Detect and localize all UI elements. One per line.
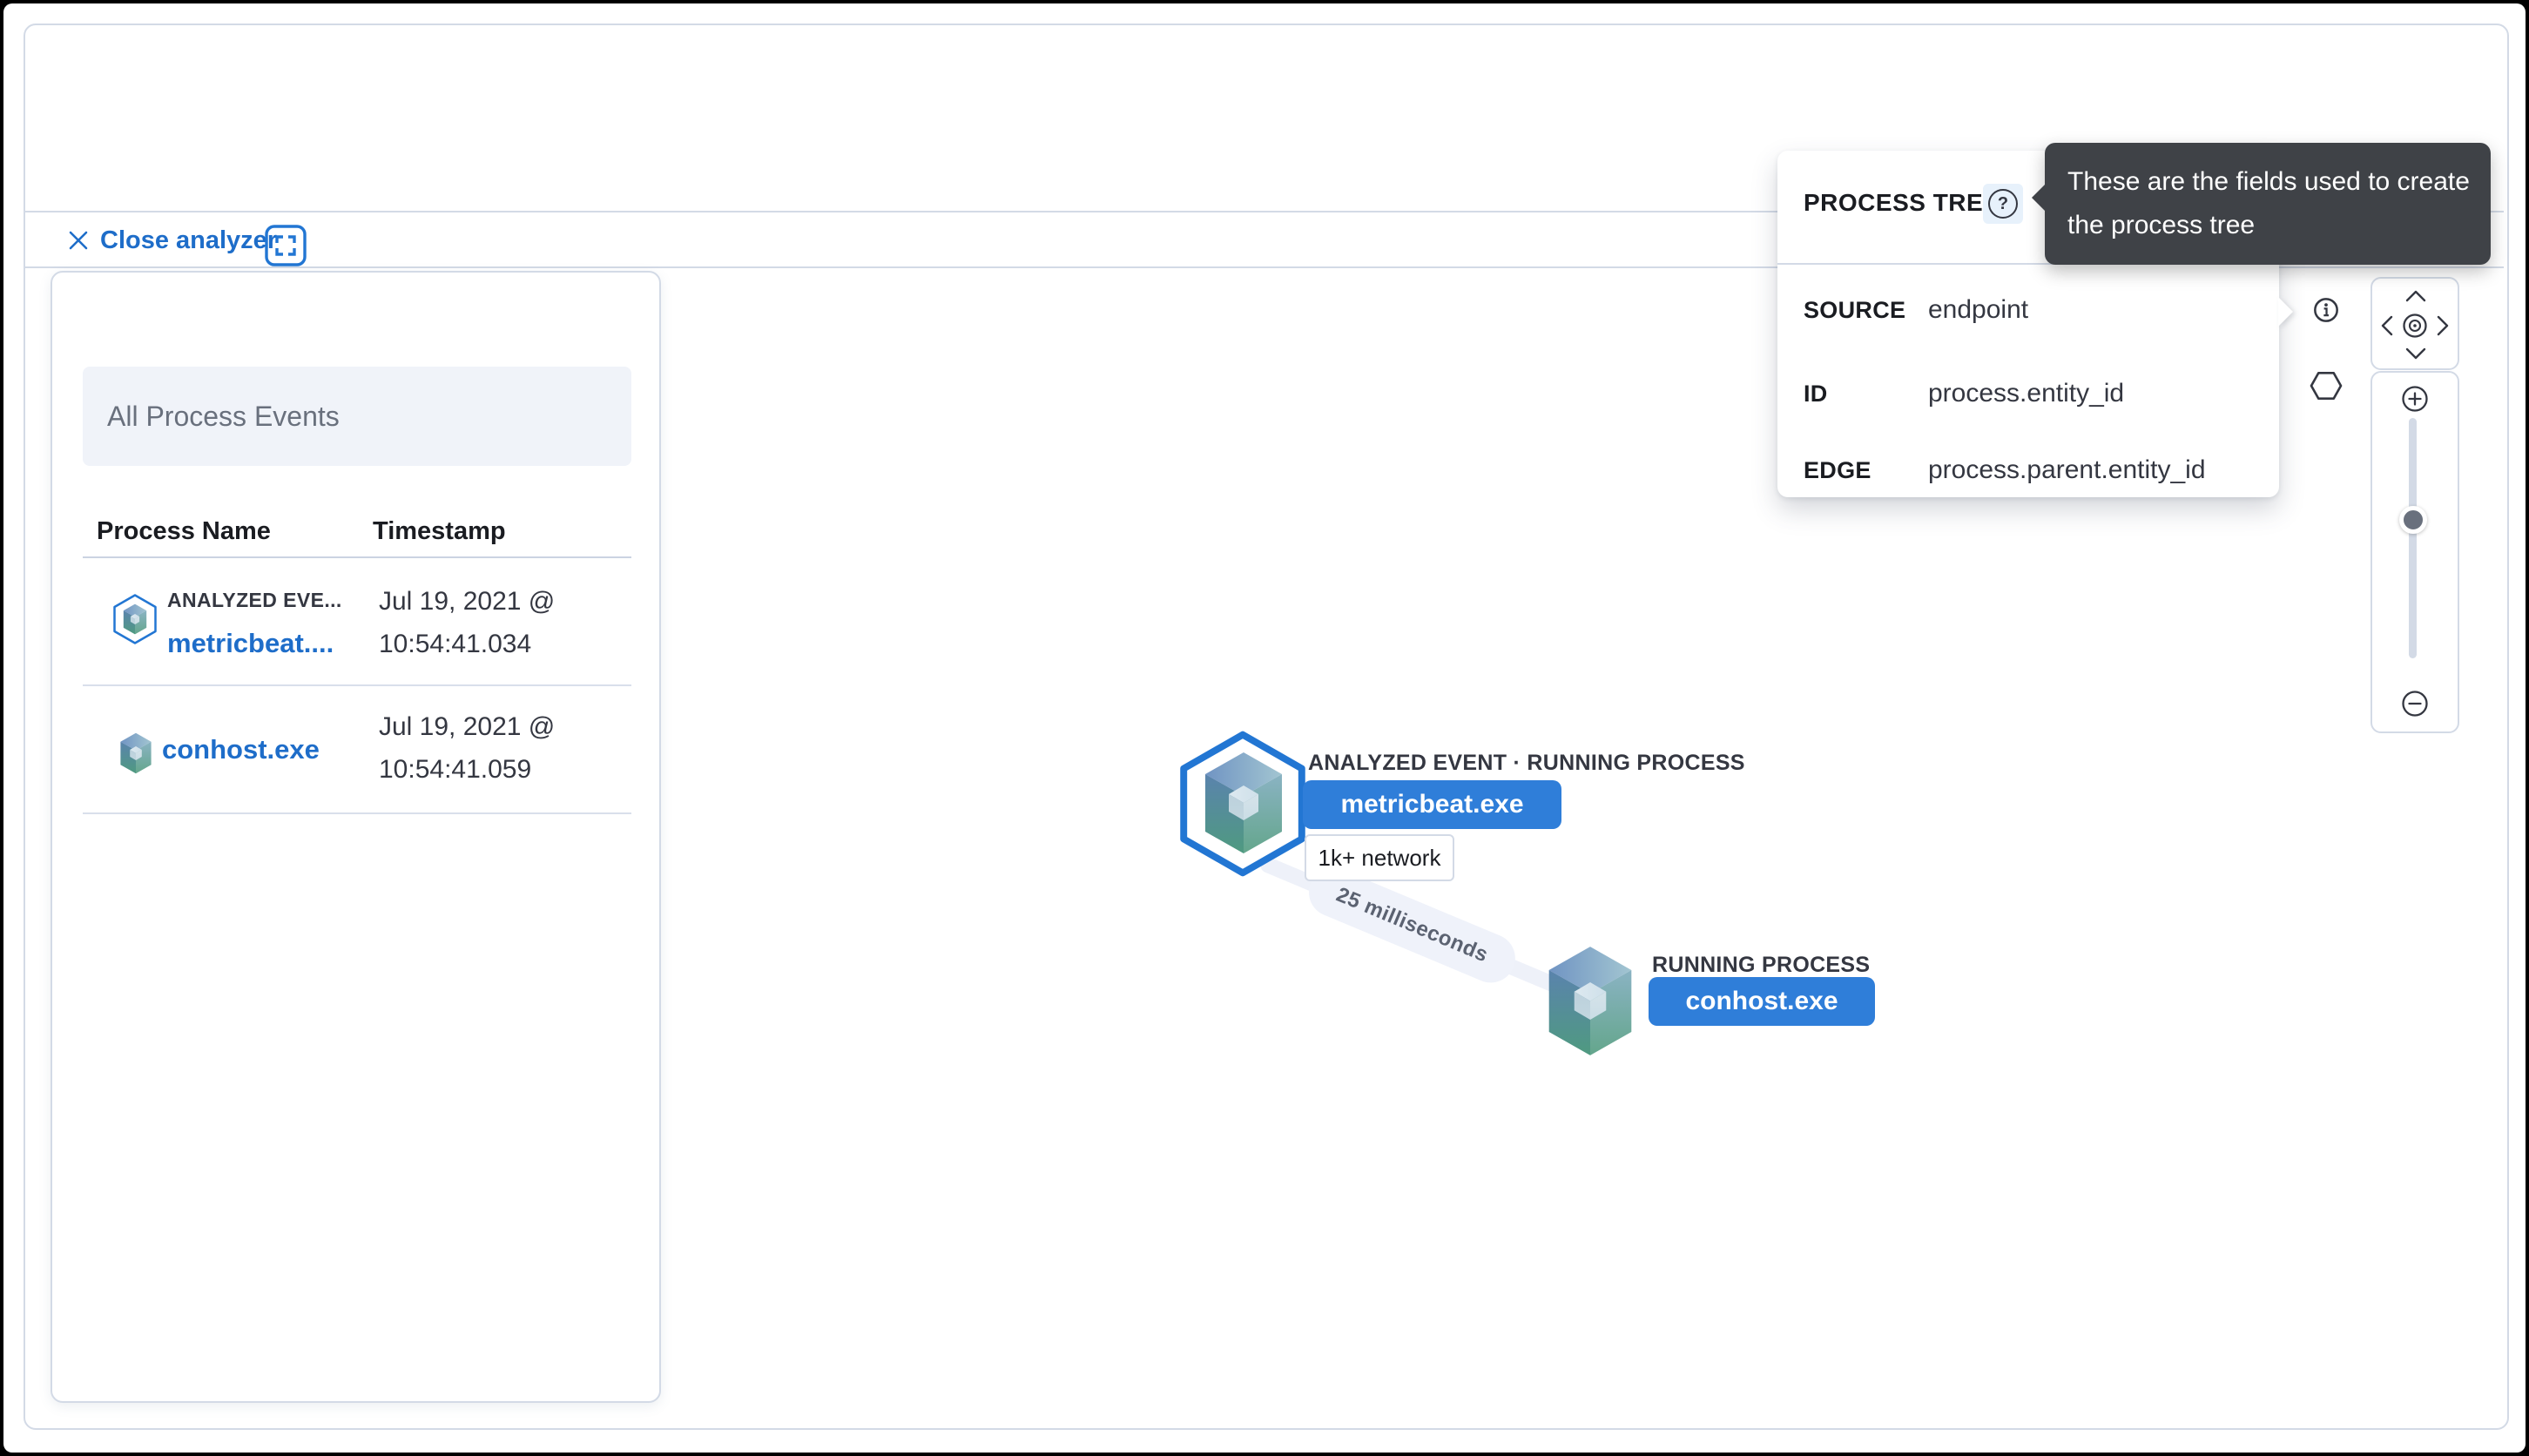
camera-pan-panel (2371, 277, 2459, 370)
tooltip-text-line1: These are the fields used to create (2067, 167, 2470, 196)
divider-top (25, 211, 2504, 212)
schema-info-icon[interactable] (2312, 296, 2340, 324)
process-link-metricbeat[interactable]: metricbeat.... (167, 628, 334, 658)
popover-row-label: ID (1804, 381, 1828, 407)
popover-row-value: process.parent.entity_id (1928, 455, 2206, 484)
popover-arrow (2278, 297, 2293, 327)
popover-title: PROCESS TREE (1804, 189, 2000, 216)
popover-row-label: EDGE (1804, 457, 1871, 483)
tooltip-text-line2: the process tree (2067, 211, 2256, 239)
process-cube-icon (120, 732, 152, 774)
close-icon[interactable] (66, 228, 91, 253)
row-divider (83, 812, 631, 814)
help-icon[interactable]: ? (1983, 184, 2023, 224)
question-mark-icon: ? (1988, 189, 2018, 219)
pan-right-icon[interactable] (2436, 314, 2450, 337)
process-link-conhost[interactable]: conhost.exe (162, 734, 320, 765)
zoom-in-icon[interactable] (2401, 385, 2429, 413)
node-cube-conhost[interactable] (1543, 945, 1637, 1057)
node-label-metricbeat: ANALYZED EVENT · RUNNING PROCESS (1308, 751, 1745, 775)
divider-under-toolbar (25, 266, 2504, 268)
center-camera-icon[interactable] (2401, 312, 2429, 340)
process-events-panel: All Process Events Process Name Timestam… (51, 271, 661, 1403)
timestamp-line2: 10:54:41.059 (379, 755, 532, 784)
pan-down-icon[interactable] (2404, 347, 2427, 361)
column-header-process-name: Process Name (97, 517, 271, 545)
pan-left-icon[interactable] (2380, 314, 2394, 337)
nodes-legend-hexagon-icon[interactable] (2310, 371, 2343, 401)
column-header-timestamp: Timestamp (373, 517, 506, 545)
tooltip-arrow (2032, 185, 2045, 211)
row-event-badge: ANALYZED EVE... (167, 589, 342, 611)
node-button-conhost[interactable]: conhost.exe (1649, 977, 1875, 1026)
row-divider (83, 684, 631, 686)
node-button-metricbeat[interactable]: metricbeat.exe (1303, 780, 1561, 829)
table-header-divider (83, 556, 631, 558)
popover-row-label: SOURCE (1804, 297, 1906, 323)
zoom-slider-track[interactable] (2409, 418, 2417, 658)
node-cube-metricbeat[interactable] (1200, 750, 1287, 856)
popover-divider (1777, 263, 2279, 265)
popover-row-value: endpoint (1928, 295, 2029, 324)
fullscreen-icon[interactable] (263, 223, 308, 268)
popover-row-value: process.entity_id (1928, 379, 2125, 408)
event-filter-button[interactable]: All Process Events (83, 367, 631, 466)
analyzed-event-hexagon-cube-icon (113, 594, 157, 644)
pan-up-icon[interactable] (2404, 289, 2427, 303)
network-events-pill[interactable]: 1k+ network (1305, 834, 1454, 881)
process-tree-tooltip: These are the fields used to create the … (2032, 143, 2491, 265)
zoom-slider-thumb[interactable] (2399, 506, 2427, 534)
timestamp-line1: Jul 19, 2021 @ (379, 587, 556, 616)
zoom-out-icon[interactable] (2401, 690, 2429, 718)
node-label-conhost: RUNNING PROCESS (1652, 953, 1871, 977)
analyzer-panel-border (24, 24, 2509, 1430)
close-analyzer-link[interactable]: Close analyzer (100, 226, 278, 254)
timestamp-line1: Jul 19, 2021 @ (379, 712, 556, 741)
timestamp-line2: 10:54:41.034 (379, 630, 532, 658)
